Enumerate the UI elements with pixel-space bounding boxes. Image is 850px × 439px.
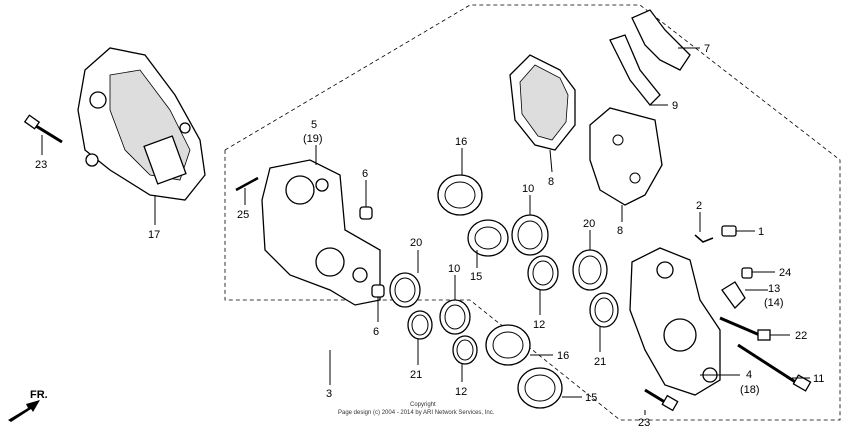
pad-shim-9 (609, 34, 661, 106)
seal-10-top (511, 214, 549, 256)
label-15-bottom: 15 (585, 392, 597, 404)
label-1: 1 (758, 226, 764, 238)
caliper-assembly-17 (77, 47, 206, 201)
label-12-bottom: 12 (455, 386, 467, 398)
label-19: (19) (303, 133, 323, 145)
leader-lines (41, 47, 810, 415)
pin-bolt-22 (719, 316, 771, 341)
label-3: 3 (326, 388, 332, 400)
label-22: 22 (795, 330, 807, 342)
label-18: (18) (740, 384, 760, 396)
copyright-line-1: Copyright (410, 402, 436, 408)
label-20-left: 20 (410, 237, 422, 249)
label-15-top: 15 (470, 271, 482, 283)
piston-15-bottom (517, 367, 563, 409)
label-8-top: 8 (548, 176, 554, 188)
assembly-outline (224, 4, 841, 421)
label-23-right: 23 (638, 417, 650, 429)
seal-12-top (527, 255, 559, 291)
seal-21-right (589, 292, 619, 328)
brake-pad-8-bottom (589, 107, 663, 206)
label-21-left: 21 (410, 369, 422, 381)
label-7: 7 (704, 43, 710, 55)
label-6-top: 6 (362, 168, 368, 180)
clip-2 (694, 234, 714, 243)
plug-6-bottom (371, 284, 385, 298)
label-12-top: 12 (533, 319, 545, 331)
label-6-bottom: 6 (373, 326, 379, 338)
bracket-13 (721, 281, 746, 309)
seal-20-left (389, 272, 421, 308)
label-4: 4 (746, 369, 752, 381)
label-8-bottom: 8 (617, 225, 623, 237)
caliper-half-4 (629, 247, 721, 396)
label-21-right: 21 (594, 356, 606, 368)
front-label: FR. (30, 389, 48, 401)
plug-6-top (359, 206, 373, 220)
label-17: 17 (148, 229, 160, 241)
piston-16-top (437, 174, 483, 216)
label-2: 2 (696, 200, 702, 212)
copyright-line-2: Page design (c) 2004 - 2014 by ARI Netwo… (338, 410, 495, 416)
pin-25 (235, 176, 259, 192)
label-16-bottom: 16 (557, 350, 569, 362)
caliper-half-5 (261, 159, 381, 306)
label-25: 25 (237, 209, 249, 221)
front-direction-arrow: FR. (8, 389, 48, 422)
label-24: 24 (779, 267, 791, 279)
pad-spring-7 (631, 9, 691, 71)
bolt-23-left (23, 114, 63, 144)
label-10-bottom: 10 (448, 263, 460, 275)
seal-20-right (572, 249, 608, 291)
label-9: 9 (672, 100, 678, 112)
label-13: 13 (768, 283, 780, 295)
label-10-top: 10 (522, 183, 534, 195)
bolt-23-right (644, 388, 679, 412)
piston-15-top (467, 219, 509, 257)
label-5: 5 (311, 119, 317, 131)
seal-21-left (407, 310, 433, 340)
bolt-24 (741, 267, 753, 279)
label-11: 11 (813, 373, 824, 385)
bleeder-1 (721, 225, 737, 237)
label-14: (14) (764, 297, 784, 309)
pin-11 (737, 343, 812, 392)
brake-pad-8-top (509, 54, 576, 151)
label-23-left: 23 (35, 159, 47, 171)
label-16-top: 16 (455, 136, 467, 148)
seal-10-bottom (439, 299, 471, 335)
seal-12-bottom (452, 335, 478, 365)
part-labels: 17 23 25 5 (19) 6 6 16 15 10 12 20 10 21… (35, 43, 824, 429)
piston-16-bottom (485, 324, 531, 366)
label-20-right: 20 (583, 218, 595, 230)
